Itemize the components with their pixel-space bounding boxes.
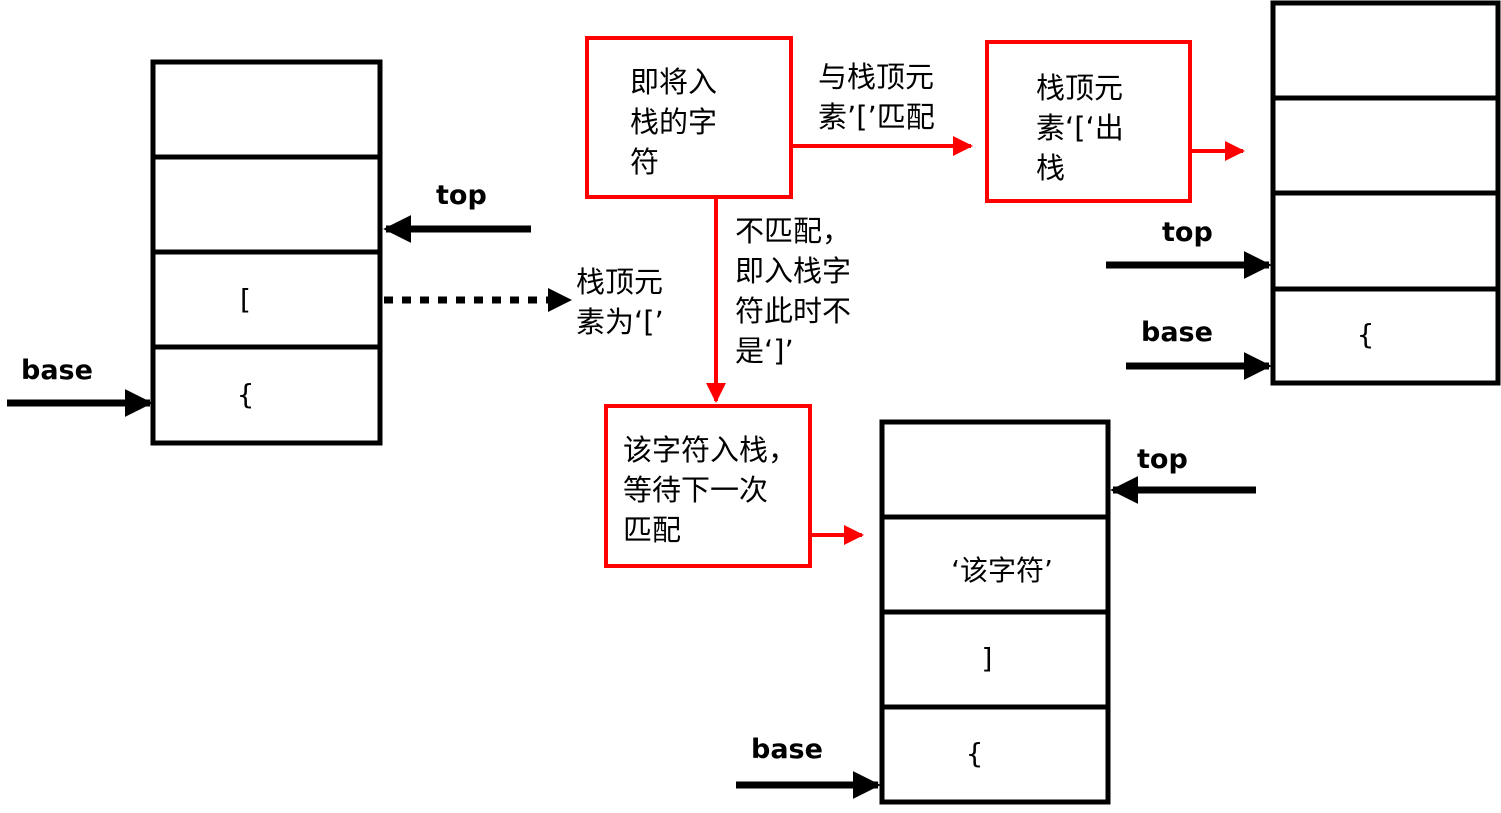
right-top-label: top — [1162, 217, 1213, 248]
top-is-label: 栈顶元 素为‘[’ — [576, 265, 664, 339]
box-push-text: 该字符入栈， 等待下一次 匹配 — [623, 433, 798, 547]
dotted-arrow-head — [548, 288, 572, 312]
left-base-label: base — [21, 355, 93, 386]
box-push-frame — [604, 404, 812, 568]
box-char-text: 即将入 栈的字 符 — [630, 65, 718, 179]
stack-right — [1270, 0, 1501, 386]
stack-bottom-cell: ] — [981, 642, 993, 675]
stack-left-cell: { — [236, 378, 255, 411]
mismatch-label: 不匹配， 即入栈字 符此时不 是‘]’ — [735, 214, 852, 368]
box-pop-frame — [985, 40, 1192, 203]
stack-bottom-cell: ‘该字符’ — [951, 554, 1053, 587]
stack-right-cell: { — [1356, 318, 1375, 351]
stack-bottom — [879, 419, 1111, 805]
bottom-top-label: top — [1137, 444, 1188, 475]
stack-left — [150, 59, 383, 446]
stack-bottom-cell: { — [965, 737, 984, 770]
box-char-frame — [585, 36, 793, 199]
box-pop-text: 栈顶元 素‘[‘出 栈 — [1036, 71, 1124, 185]
right-base-label: base — [1141, 317, 1213, 348]
match-label: 与栈顶元 素’[’匹配 — [818, 60, 935, 134]
stack-left-cell: [ — [240, 283, 251, 316]
left-top-label: top — [436, 180, 487, 211]
bottom-base-label: base — [751, 734, 823, 765]
